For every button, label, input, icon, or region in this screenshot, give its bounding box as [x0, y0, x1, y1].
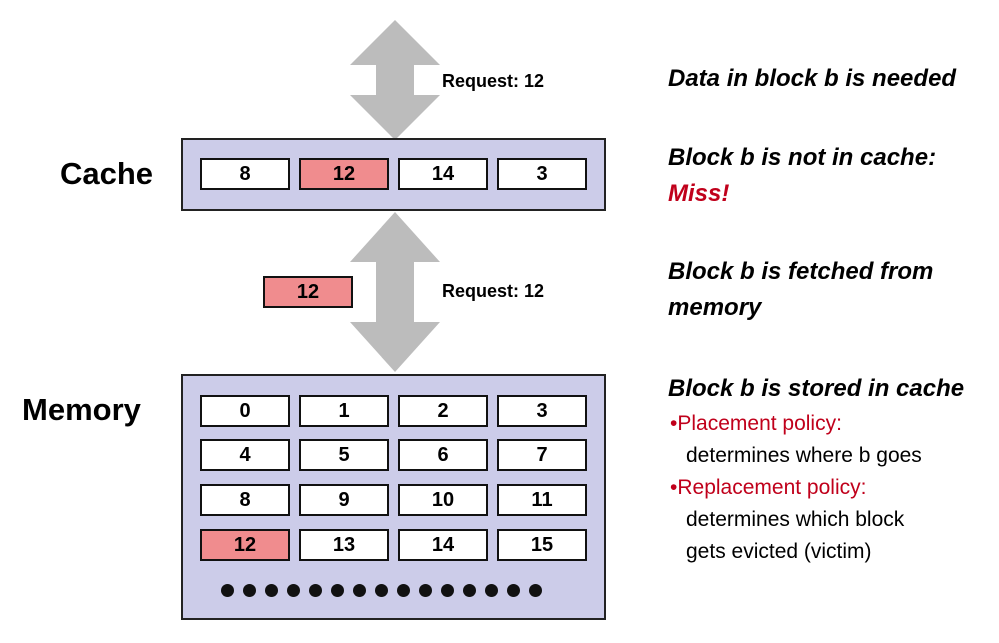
note-data-needed: Data in block b is needed	[668, 65, 957, 92]
memory-panel: 0 1 2 3 4 5 6 7 8 9 10 11 12 13 14 15	[181, 374, 606, 620]
cache-block: 8	[200, 158, 290, 190]
memory-block: 5	[299, 439, 389, 471]
replacement-policy-title: Replacement policy:	[677, 476, 867, 499]
memory-block: 15	[497, 529, 587, 561]
policy-bullets: •Placement policy: determines where b go…	[670, 408, 922, 568]
placement-policy-title: Placement policy:	[677, 412, 842, 435]
dot	[485, 584, 498, 597]
memory-block: 2	[398, 395, 488, 427]
request-label-middle: Request: 12	[442, 281, 545, 301]
note-fetched-line2: memory	[668, 294, 762, 321]
bullet-dot: •	[670, 476, 678, 499]
dot	[507, 584, 520, 597]
cache-block: 14	[398, 158, 488, 190]
ellipsis-dots	[221, 584, 542, 597]
cache-label: Cache	[60, 156, 154, 191]
memory-block: 13	[299, 529, 389, 561]
memory-block: 1	[299, 395, 389, 427]
note-not-in-cache: Block b is not in cache: Miss!	[668, 140, 936, 212]
dot	[441, 584, 454, 597]
replacement-policy-detail-line1: determines which block	[686, 508, 905, 531]
dot	[331, 584, 344, 597]
note-fetched: Block b is fetched from memory	[668, 254, 933, 326]
cache-block-highlighted: 12	[299, 158, 389, 190]
memory-block: 7	[497, 439, 587, 471]
placement-policy-detail: determines where b goes	[686, 444, 922, 467]
dot	[419, 584, 432, 597]
note-fetched-line1: Block b is fetched from	[668, 258, 934, 285]
cache-panel: 8 12 14 3	[181, 138, 606, 211]
double-arrow-top	[350, 20, 440, 140]
bullet-placement: •Placement policy:	[670, 408, 922, 440]
memory-block: 4	[200, 439, 290, 471]
dot	[309, 584, 322, 597]
memory-block: 10	[398, 484, 488, 516]
note-miss: Miss!	[668, 180, 730, 207]
dot	[529, 584, 542, 597]
cache-block: 3	[497, 158, 587, 190]
note-stored: Block b is stored in cache	[668, 375, 965, 402]
memory-block: 3	[497, 395, 587, 427]
dot	[221, 584, 234, 597]
memory-block-highlighted: 12	[200, 529, 290, 561]
double-arrow-middle	[350, 212, 440, 372]
memory-block: 14	[398, 529, 488, 561]
dot	[265, 584, 278, 597]
dot	[353, 584, 366, 597]
dot	[375, 584, 388, 597]
request-label-top: Request: 12	[442, 71, 545, 91]
memory-label: Memory	[22, 392, 141, 427]
dot	[287, 584, 300, 597]
bullet-dot: •	[670, 412, 678, 435]
dot	[463, 584, 476, 597]
memory-block: 8	[200, 484, 290, 516]
dot	[397, 584, 410, 597]
memory-block: 9	[299, 484, 389, 516]
replacement-policy-detail-line2: gets evicted (victim)	[686, 540, 872, 563]
fetched-block: 12	[263, 276, 353, 308]
memory-block: 11	[497, 484, 587, 516]
dot	[243, 584, 256, 597]
memory-block: 6	[398, 439, 488, 471]
note-not-in-cache-text: Block b is not in cache:	[668, 144, 937, 171]
bullet-replacement: •Replacement policy:	[670, 472, 922, 504]
memory-block: 0	[200, 395, 290, 427]
